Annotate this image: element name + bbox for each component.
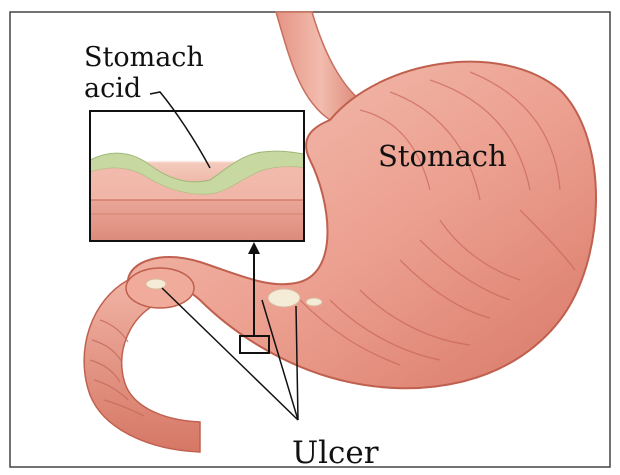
stomach-label: Stomach — [378, 142, 507, 171]
ulcer-spot-1 — [146, 279, 166, 289]
inset-magnified-lining — [90, 111, 304, 241]
ulcer-spot-3 — [306, 298, 322, 306]
ulcer-spot-2 — [268, 289, 300, 307]
stomach-acid-label: Stomach acid — [84, 42, 204, 104]
stomach-acid-label-line2: acid — [84, 73, 204, 104]
zoom-arrow-head — [248, 242, 260, 254]
stomach-acid-label-line1: Stomach — [84, 42, 204, 73]
ulcer-label: Ulcer — [292, 438, 379, 469]
